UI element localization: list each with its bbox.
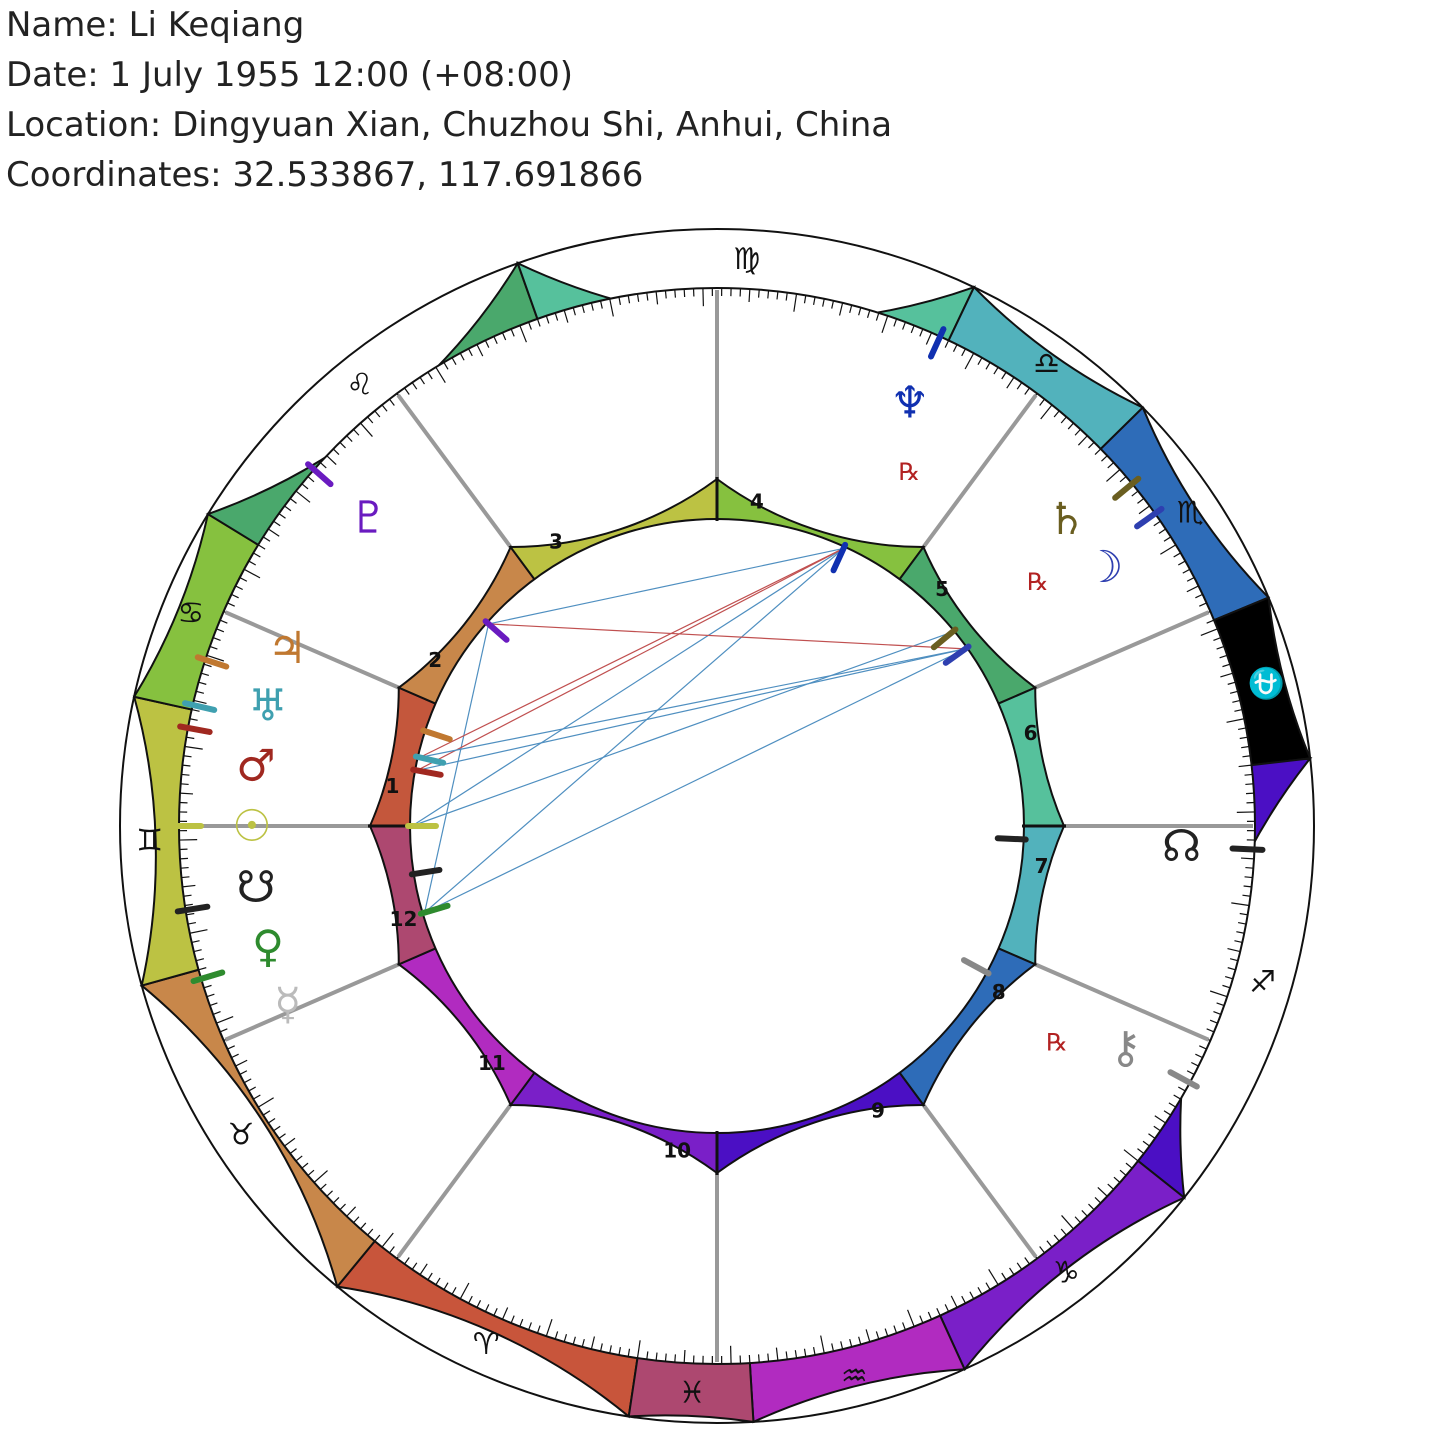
house-cusp-line-6 <box>1034 610 1210 690</box>
saturn-outer-marker <box>1112 475 1142 501</box>
chart-header: Name: Li Keqiang Date: 1 July 1955 12:00… <box>6 0 1006 200</box>
aspect-line-venus-pluto <box>423 623 490 913</box>
pluto-outer-marker <box>305 461 334 488</box>
venus-outer-marker <box>190 969 226 985</box>
house-cusp-line-3 <box>396 393 513 549</box>
coordinates-line: Coordinates: 32.533867, 117.691866 <box>6 155 644 195</box>
chiron-outer-marker <box>1167 1069 1200 1090</box>
pluto-icon: ♇ <box>349 492 388 543</box>
mercury-icon: ☿ <box>274 979 301 1030</box>
south-node-outer-marker <box>174 903 211 915</box>
aspect-line-pluto-neptune <box>488 547 844 625</box>
neptune-inner-marker <box>830 541 849 574</box>
aspect-line-pluto-moon <box>488 623 966 650</box>
house-number-1: 1 <box>385 774 399 798</box>
moon-outer-marker <box>1134 505 1165 530</box>
house-number-4: 4 <box>750 489 764 513</box>
sun-icon: ☉ <box>232 801 271 852</box>
saturn-icon: ♄ <box>1047 494 1086 545</box>
mars-outer-marker <box>177 723 213 735</box>
chiron-inner-marker <box>960 957 992 977</box>
jupiter-inner-marker <box>420 727 453 743</box>
planet-markers <box>168 326 1266 1090</box>
aspect-line-uranus-neptune <box>419 547 844 758</box>
chiron-icon: ⚷ <box>1110 1022 1142 1073</box>
leo-icon: ♌ <box>346 367 373 402</box>
house-cusp-line-12 <box>224 962 400 1042</box>
saturn-inner-marker <box>930 626 959 651</box>
house-number-3: 3 <box>549 529 563 553</box>
house-number-7: 7 <box>1035 854 1049 878</box>
ophiuchus-icon: ⛎ <box>1248 665 1285 701</box>
venus-icon: ♀ <box>252 921 284 972</box>
south-node-inner-marker <box>408 866 443 878</box>
taurus-icon: ♉ <box>228 1118 255 1153</box>
house-number-6: 6 <box>1024 721 1038 745</box>
jupiter-outer-marker <box>194 654 230 670</box>
cancer-icon: ♋ <box>177 596 204 631</box>
pluto-inner-marker <box>482 618 510 643</box>
sagittarius-icon: ♐ <box>1249 965 1276 1000</box>
aspect-lines <box>411 547 966 914</box>
libra-icon: ♎ <box>1033 346 1060 381</box>
aspect-line-uranus-moon <box>419 648 966 758</box>
aspect-line-venus-moon <box>424 648 966 914</box>
house-number-10: 10 <box>663 1139 691 1163</box>
gemini-icon: ♊ <box>136 823 163 858</box>
neptune-outer-marker <box>927 326 947 360</box>
house-cusp-line-5 <box>921 393 1038 549</box>
mars-inner-marker <box>410 766 444 778</box>
neptune-retrograde-icon: ℞ <box>899 458 921 486</box>
south-node-icon: ☋ <box>237 862 276 913</box>
mars-icon: ♂ <box>236 740 275 791</box>
house-cusp-line-8 <box>1034 962 1210 1042</box>
aspect-line-sun-neptune <box>411 547 844 827</box>
house-number-9: 9 <box>871 1099 885 1123</box>
aspect-line-venus-neptune <box>424 548 844 914</box>
house-cusp-line-2 <box>224 610 400 690</box>
house-cusp-line-9 <box>921 1103 1038 1259</box>
saturn-retrograde-icon: ℞ <box>1027 568 1049 596</box>
house-cusp-lines <box>181 290 1253 1362</box>
aspect-line-mars-moon <box>416 648 966 772</box>
planet-glyphs: ☿ ♀ ☋ ☉ ♂ ♅ ♃ ♇ ♆ ℞ ♄ ℞ ☽ ☊ ⚷ ℞ <box>232 377 1201 1073</box>
date-line: Date: 1 July 1955 12:00 (+08:00) <box>6 55 574 95</box>
location-line: Location: Dingyuan Xian, Chuzhou Shi, An… <box>6 105 893 145</box>
moon-icon: ☽ <box>1084 542 1123 593</box>
house-number-11: 11 <box>478 1051 506 1075</box>
neptune-icon: ♆ <box>890 377 929 428</box>
north-node-outer-marker <box>1229 845 1266 853</box>
degree-ticks <box>179 288 1255 1364</box>
pisces-icon: ♓ <box>679 1375 706 1410</box>
capricorn-icon: ♑ <box>1053 1256 1080 1291</box>
chiron-retrograde-icon: ℞ <box>1046 1029 1068 1057</box>
aquarius-icon: ♒ <box>841 1359 868 1394</box>
house-cusp-line-11 <box>396 1103 513 1259</box>
north-node-inner-marker <box>994 835 1029 843</box>
jupiter-icon: ♃ <box>267 623 306 674</box>
house-number-5: 5 <box>935 577 949 601</box>
scorpio-icon: ♏ <box>1177 495 1204 530</box>
house-number-12: 12 <box>390 907 418 931</box>
venus-inner-marker <box>417 902 451 917</box>
uranus-icon: ♅ <box>248 681 287 732</box>
aspect-line-mars-neptune <box>416 547 844 771</box>
moon-inner-marker <box>942 643 972 666</box>
uranus-inner-marker <box>412 753 447 766</box>
virgo-icon: ♍ <box>733 242 760 277</box>
house-number-2: 2 <box>428 648 442 672</box>
aries-icon: ♈ <box>473 1327 500 1362</box>
north-node-icon: ☊ <box>1162 821 1201 872</box>
name-line: Name: Li Keqiang <box>6 5 305 45</box>
uranus-outer-marker <box>181 700 218 713</box>
house-number-8: 8 <box>992 980 1006 1004</box>
aspect-line-sun-saturn <box>411 631 953 827</box>
